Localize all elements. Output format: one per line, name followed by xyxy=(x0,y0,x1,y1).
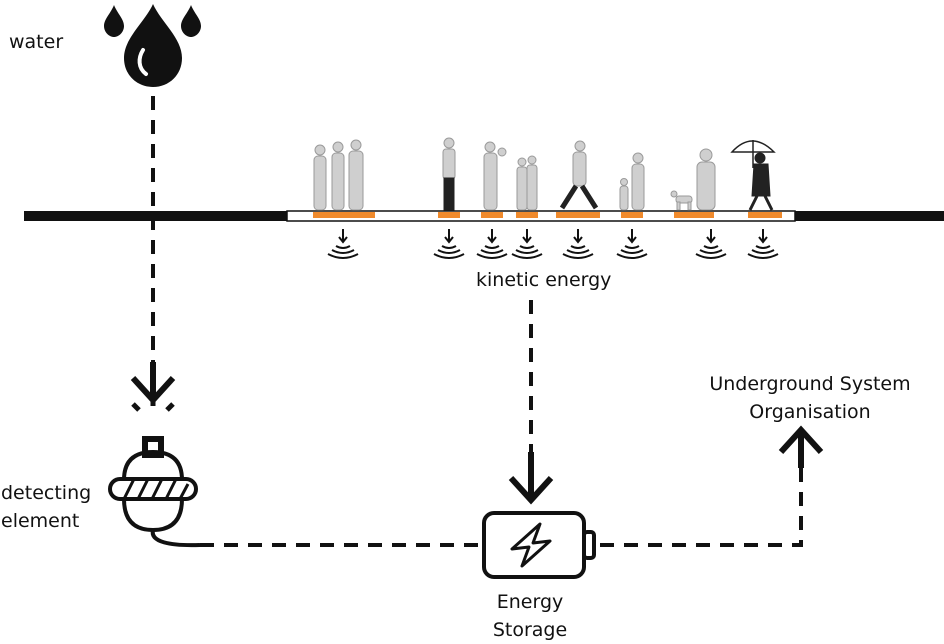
detecting-element-label: detecting element xyxy=(1,482,92,532)
person-umbrella-icon xyxy=(730,140,776,211)
battery-charge-icon xyxy=(482,511,596,579)
water-label: water xyxy=(9,31,64,53)
vibration-waves-icon xyxy=(747,228,779,259)
person-couple-icon xyxy=(516,155,538,211)
vibration-waves-icon xyxy=(562,228,594,259)
pedestrians xyxy=(313,137,776,211)
person-icon xyxy=(442,137,456,211)
detecting-element-icon xyxy=(108,398,201,548)
arrow-down-icon xyxy=(508,452,554,505)
kinetic-pad xyxy=(674,212,714,218)
water-drops-icon xyxy=(104,4,201,87)
kinetic-energy-label: kinetic energy xyxy=(476,269,612,291)
vibration-waves-icon xyxy=(511,228,543,259)
kinetic-pad xyxy=(516,212,538,218)
vibration-waves-icon xyxy=(616,228,648,259)
arrow-down-icon xyxy=(130,362,176,405)
vibration-waves-icon xyxy=(695,228,727,259)
vibration-waves-icon xyxy=(476,228,508,259)
walkway-strip xyxy=(286,210,796,222)
person-with-dog-icon xyxy=(670,148,716,211)
person-icon xyxy=(483,141,507,211)
arrow-up-icon xyxy=(778,425,824,468)
parent-child-icon xyxy=(619,152,645,211)
kinetic-pad xyxy=(313,212,375,218)
storage-to-underground-line xyxy=(600,462,803,547)
kinetic-pad xyxy=(748,212,782,218)
kinetic-pads xyxy=(313,212,782,218)
kinetic-pad xyxy=(556,212,600,218)
person-group-icon xyxy=(313,139,364,211)
kinetic-pad xyxy=(481,212,503,218)
vibration-waves-icon xyxy=(327,228,359,259)
underground-system-label: Underground System Organisation xyxy=(709,373,911,423)
vibration-waves-icon xyxy=(433,228,465,259)
kinetic-pad xyxy=(438,212,460,218)
energy-storage-label: Energy Storage xyxy=(492,591,568,641)
kinetic-pad xyxy=(621,212,643,218)
person-walking-icon xyxy=(559,140,599,210)
